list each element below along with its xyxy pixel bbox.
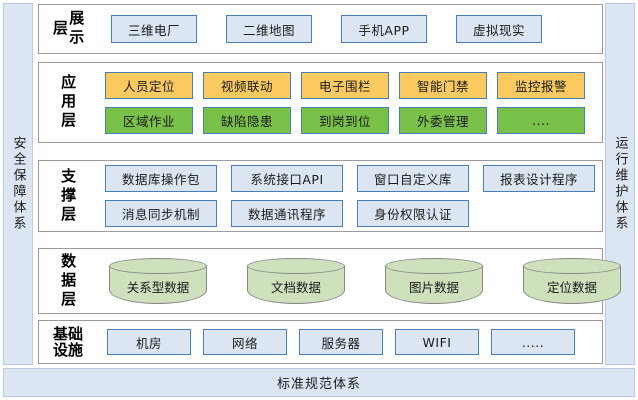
cylinder-label: 文档数据 (270, 279, 321, 295)
cylinder-top-ellipse (385, 258, 483, 274)
layer-panel-support: 支撑层 数据库操作包系统接口API 窗口自定义库报表设计程序消息同步机制数据通讯程序… (38, 160, 603, 232)
data-store-cylinder[interactable]: 文档数据 (247, 258, 345, 304)
node-presentation[interactable]: 手机APP (341, 15, 427, 43)
layer-label-presentation: 展示层 (51, 10, 86, 48)
layer-label-data: 数据层 (59, 252, 78, 310)
node-support[interactable]: 数据通讯程序 (231, 200, 343, 227)
node-application[interactable]: 区域作业 (105, 106, 193, 134)
layer-panel-presentation: 展示层三维电厂 二维地图 手机APP 虚拟现实 (38, 4, 603, 54)
data-store-cylinder[interactable]: 关系型数据 (109, 258, 207, 304)
node-infra[interactable]: 服务器 (299, 329, 383, 355)
cylinder-top-ellipse (109, 258, 207, 274)
layer-label-application: 应用层 (59, 74, 78, 131)
node-application[interactable]: .... (497, 106, 585, 134)
bottom-band-label: 标准规范体系 (276, 377, 361, 392)
node-support[interactable]: 窗口自定义库 (357, 165, 469, 192)
layer-row-application-2: 区域作业缺陷隐患到岗到位外委管理.... (97, 106, 594, 134)
layer-label-infra: 基础设施 (52, 324, 83, 359)
node-infra[interactable]: 网络 (203, 329, 287, 355)
layer-body-data: 关系型数据 文档数据 图片数据 定位数据 (97, 258, 629, 304)
right-rail-ops-maintenance-system: 运行维护体系 (605, 3, 635, 365)
node-application[interactable]: 缺陷隐患 (203, 106, 291, 134)
node-application[interactable]: 监控报警 (497, 71, 585, 99)
node-support[interactable]: 系统接口API (231, 165, 343, 192)
node-application[interactable]: 外委管理 (399, 106, 487, 134)
layer-row-application-1: 人员定位视频联动电子围栏智能门禁监控报警 (97, 71, 594, 99)
node-support[interactable]: 消息同步机制 (105, 200, 217, 227)
node-application[interactable]: 电子围栏 (301, 71, 389, 99)
layer-row-presentation-1: 三维电厂 二维地图 手机APP 虚拟现实 (97, 15, 594, 43)
layer-panel-data: 数据层 关系型数据 文档数据 图片数据 定位数据 (38, 248, 621, 314)
left-rail-security-system: 安全保障体系 (3, 3, 33, 365)
cylinder-label: 关系型数据 (126, 279, 190, 295)
node-infra[interactable]: 机房 (107, 329, 191, 355)
node-presentation[interactable]: 三维电厂 (111, 15, 197, 43)
layer-row-support-2: 消息同步机制数据通讯程序身份权限认证 (97, 200, 595, 227)
node-presentation[interactable]: 二维地图 (226, 15, 312, 43)
node-application[interactable]: 人员定位 (105, 71, 193, 99)
layer-label-support: 支撑层 (59, 167, 78, 225)
node-support[interactable]: 身份权限认证 (357, 200, 469, 227)
data-store-cylinder[interactable]: 定位数据 (523, 258, 621, 304)
node-application[interactable]: 到岗到位 (301, 106, 389, 134)
layer-panel-infra: 基础设施机房网络服务器 WIFI..... (38, 320, 603, 364)
cylinder-top-ellipse (247, 258, 345, 274)
node-application[interactable]: 智能门禁 (399, 71, 487, 99)
left-rail-label: 安全保障体系 (10, 136, 26, 232)
layer-row-infra-1: 机房网络服务器 WIFI..... (97, 329, 594, 355)
cylinder-top-ellipse (523, 258, 621, 274)
layer-body-presentation: 三维电厂 二维地图 手机APP 虚拟现实 (97, 15, 602, 43)
layer-row-data-1: 关系型数据 文档数据 图片数据 定位数据 (97, 258, 621, 304)
node-support[interactable]: 数据库操作包 (105, 165, 217, 192)
node-presentation[interactable]: 虚拟现实 (456, 15, 542, 43)
data-store-cylinder[interactable]: 图片数据 (385, 258, 483, 304)
layer-body-support: 数据库操作包系统接口API 窗口自定义库报表设计程序消息同步机制数据通讯程序身份权… (97, 165, 603, 227)
layer-body-application: 人员定位视频联动电子围栏智能门禁监控报警区域作业缺陷隐患到岗到位外委管理.... (97, 71, 602, 134)
layer-panel-application: 应用层人员定位视频联动电子围栏智能门禁监控报警区域作业缺陷隐患到岗到位外委管理.… (38, 62, 603, 143)
node-application[interactable]: 视频联动 (203, 71, 291, 99)
node-infra[interactable]: WIFI (395, 329, 479, 355)
cylinder-label: 定位数据 (546, 279, 597, 295)
right-rail-label: 运行维护体系 (612, 136, 628, 232)
cylinder-label: 图片数据 (408, 279, 459, 295)
node-infra[interactable]: ..... (491, 329, 575, 355)
node-support[interactable]: 报表设计程序 (483, 165, 595, 192)
layer-row-support-1: 数据库操作包系统接口API 窗口自定义库报表设计程序 (97, 165, 595, 192)
layer-body-infra: 机房网络服务器 WIFI..... (97, 329, 602, 355)
bottom-band-standards: 标准规范体系 (3, 368, 635, 397)
